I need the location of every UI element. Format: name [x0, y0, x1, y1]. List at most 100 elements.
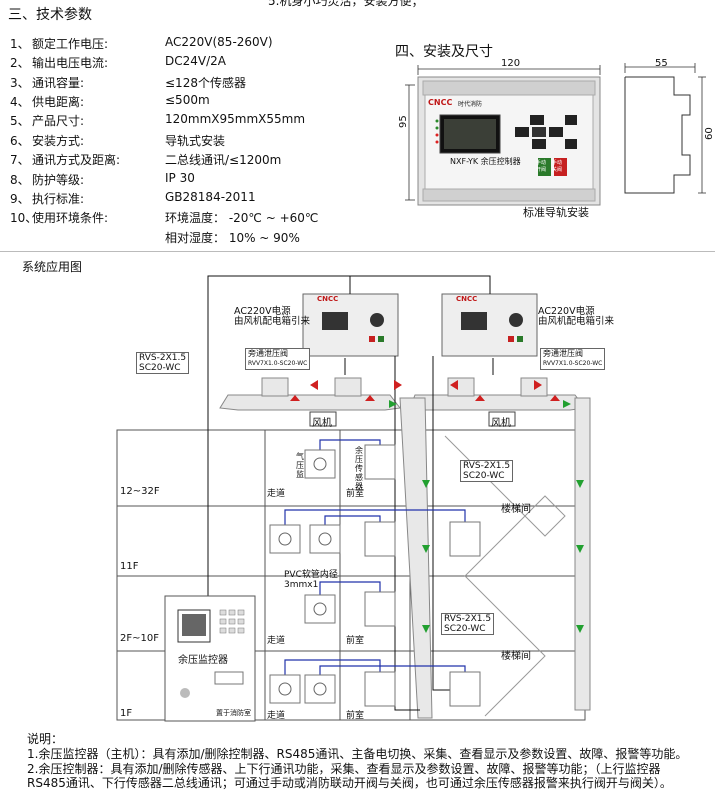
- front-room-label: 前室: [346, 711, 365, 721]
- power-right-label: AC220V电源: [538, 306, 595, 317]
- section-title-specs: 三、技术参数: [8, 7, 92, 23]
- cable-low-line2: SC20-WC: [444, 624, 486, 634]
- spec-num: 1、: [10, 37, 30, 51]
- notes-line-1: 1.余压监控器（主机）：具有添加/删除控制器、RS485通讯、主备电切换、采集、…: [27, 747, 688, 761]
- spec-value: ≤500m: [165, 93, 210, 107]
- cable-label-left: RVS-2X1.5 SC20-WC: [136, 352, 190, 374]
- notes-title: 说明：: [27, 732, 64, 746]
- controller-label: 余压传感器: [355, 446, 363, 491]
- spec-label: 额定工作电压:: [32, 37, 109, 51]
- spec-row: 8、防护等级: IP 30: [10, 171, 390, 190]
- spec-value: IP 30: [165, 171, 195, 185]
- spec-label: 防护等级:: [32, 173, 85, 187]
- spec-value: 120mmX95mmX55mm: [165, 112, 306, 126]
- spec-label: 输出电压电流:: [32, 56, 109, 70]
- section-title-install: 四、安装及尺寸: [395, 44, 493, 60]
- system-diagram: [116, 275, 591, 722]
- valve-left-name: 旁通泄压阀: [248, 349, 288, 358]
- floor-label-top: 12~32F: [120, 486, 160, 497]
- spec-label: 使用环境条件:: [32, 211, 109, 225]
- manual-close-button: 手动关阀: [552, 160, 563, 173]
- spec-num: 2、: [10, 56, 30, 70]
- brand-logo: CNCC: [428, 98, 453, 107]
- controller-brand-left: CNCC: [317, 295, 339, 303]
- power-right-source: 由风机配电箱引来: [538, 316, 615, 327]
- dim-depth: 55: [655, 58, 668, 69]
- valve-left-cable: RVV7X1.0-SC20-WC: [248, 360, 308, 367]
- system-title: 系统应用图: [22, 260, 83, 274]
- spec-num: 10、: [10, 211, 38, 225]
- spec-num: 8、: [10, 173, 30, 187]
- cable-mid-line2: SC20-WC: [463, 471, 505, 481]
- valve-right-cable: RVV7X1.0-SC20-WC: [543, 360, 603, 367]
- spec-row: 2、输出电压电流: DC24V/2A: [10, 54, 390, 73]
- spec-value: 二总线通讯/≤1200m: [165, 153, 282, 167]
- fan-left-label: 风机: [312, 418, 332, 429]
- front-room-label: 前室: [346, 636, 365, 646]
- spec-value: DC24V/2A: [165, 54, 226, 68]
- spec-row: 4、供电距离: ≤500m: [10, 93, 390, 112]
- spec-row: 3、通讯容量: ≤128个传感器: [10, 74, 390, 93]
- stairwell-label: 楼梯间: [501, 504, 531, 515]
- spec-label: 安装方式:: [32, 134, 85, 148]
- sensor-label: 气压监: [296, 452, 304, 479]
- spec-humidity: 相对湿度： 10% ~ 90%: [165, 231, 300, 245]
- valve-right-name: 旁通泄压阀: [543, 349, 583, 358]
- cable-label-mid: RVS-2X1.5 SC20-WC: [460, 460, 514, 482]
- monitor-label: 余压监控器: [178, 655, 228, 666]
- manual-open-button: 手动开阀: [536, 160, 547, 173]
- spec-row: 10、使用环境条件:环境温度： -20℃ ~ +60℃: [10, 209, 390, 228]
- corridor-label: 走道: [267, 711, 286, 721]
- dim-height: 95: [398, 115, 409, 128]
- spec-num: 4、: [10, 95, 30, 109]
- brand-sub: 时代消防: [458, 101, 483, 108]
- spec-value: AC220V(85-260V): [165, 35, 273, 49]
- spec-row: 1、额定工作电压: AC220V(85-260V): [10, 35, 390, 54]
- corridor-label: 走道: [267, 636, 286, 646]
- spec-num: 6、: [10, 134, 30, 148]
- pvc-line1: PVC软管内径: [284, 570, 338, 580]
- cable-label-low: RVS-2X1.5 SC20-WC: [441, 613, 495, 635]
- spec-value: ≤128个传感器: [165, 76, 246, 90]
- fan-right-label: 风机: [491, 418, 511, 429]
- cable-low-line1: RVS-2X1.5: [444, 614, 492, 624]
- stairwell-label: 楼梯间: [501, 651, 531, 662]
- power-left-label: AC220V电源: [234, 306, 291, 317]
- spec-label: 产品尺寸:: [32, 114, 85, 128]
- spec-value: GB28184-2011: [165, 190, 256, 204]
- notes-line-2: 2.余压控制器：具有添加/删除传感器、上下行通讯功能，采集、查看显示及参数设置、…: [27, 762, 661, 776]
- spec-label: 通讯方式及距离:: [32, 153, 121, 167]
- spec-label: 通讯容量:: [32, 76, 85, 90]
- spec-num: 9、: [10, 192, 30, 206]
- notes-line-3: RS485通讯、下行传感器二总线通讯；可通过手动或消防联动开阀与关阀，也可通过余…: [27, 776, 672, 790]
- controller-brand-right: CNCC: [456, 295, 478, 303]
- spec-num: 7、: [10, 153, 30, 167]
- valve-label-right: 旁通泄压阀 RVV7X1.0-SC20-WC: [540, 348, 606, 370]
- install-caption: 标准导轨安装: [523, 206, 589, 219]
- spec-label: 供电距离:: [32, 95, 85, 109]
- pvc-line2: 3mmx1: [284, 580, 319, 590]
- spec-row: 9、执行标准: GB28184-2011: [10, 190, 390, 209]
- spec-row: 5、产品尺寸: 120mmX95mmX55mm: [10, 112, 390, 131]
- install-drawing: [405, 65, 601, 206]
- dim-side-height: 60: [704, 127, 715, 140]
- device-name: NXF-YK 余压控制器: [450, 157, 521, 166]
- spec-label: 执行标准:: [32, 192, 85, 206]
- floor-label-1: 1F: [120, 708, 133, 719]
- monitor-note: 置于消防室: [216, 709, 251, 717]
- front-room-label: 前室: [346, 489, 365, 499]
- floor-label-11: 11F: [120, 561, 139, 572]
- spec-num: 5、: [10, 114, 30, 128]
- cable-left-line2: SC20-WC: [139, 363, 181, 373]
- corridor-label: 走道: [267, 489, 286, 499]
- side-view-drawing: [624, 63, 706, 194]
- pvc-label: PVC软管内径 3mmx1: [284, 570, 338, 590]
- top-fragment: 5.机身小巧灵活，安装方便；: [268, 0, 424, 8]
- cable-mid-line1: RVS-2X1.5: [463, 461, 511, 471]
- floor-label-2-10: 2F~10F: [120, 633, 159, 644]
- cable-left-line1: RVS-2X1.5: [139, 353, 187, 363]
- valve-label-left: 旁通泄压阀 RVV7X1.0-SC20-WC: [245, 348, 311, 370]
- dim-width: 120: [501, 58, 521, 69]
- spec-num: 3、: [10, 76, 30, 90]
- spec-row: 7、通讯方式及距离: 二总线通讯/≤1200m: [10, 151, 390, 170]
